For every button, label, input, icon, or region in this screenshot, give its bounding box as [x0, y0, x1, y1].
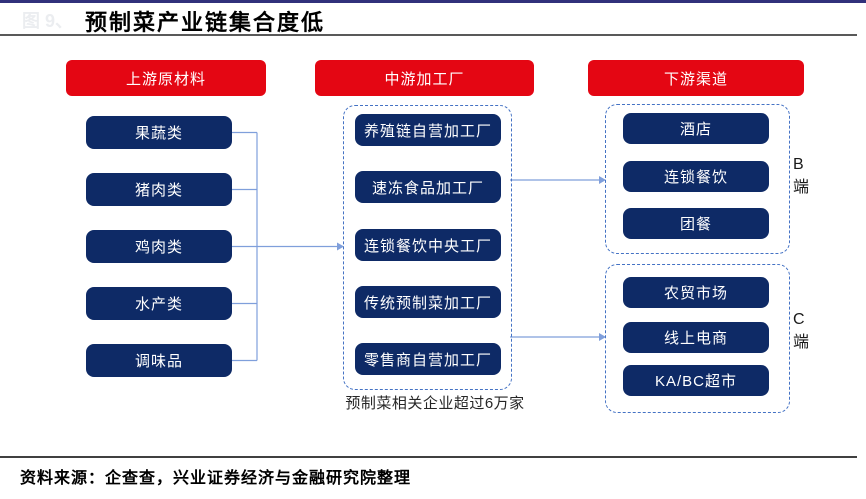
node-traditional-factory: 传统预制菜加工厂: [355, 286, 501, 318]
top-border-bar: [0, 0, 866, 3]
node-fruit-vegetable: 果蔬类: [86, 116, 232, 149]
c-side-label-line2: 端: [793, 334, 810, 351]
c-side-label-line1: C: [793, 311, 805, 328]
b-side-group-box: [605, 104, 790, 254]
node-farmers-market: 农贸市场: [623, 277, 769, 308]
b-side-label-line2: 端: [793, 179, 810, 196]
midstream-to-downstream-connectors: [510, 176, 606, 341]
midstream-caption: 预制菜相关企业超过6万家: [345, 395, 525, 412]
header-midstream: 中游加工厂: [315, 60, 534, 96]
figure-number-label: 图 9、: [22, 11, 74, 31]
header-downstream: 下游渠道: [588, 60, 804, 96]
c-side-group-box: [605, 264, 790, 413]
upstream-connectors: [232, 131, 344, 362]
title-underline: [0, 34, 857, 36]
c-side-label: C 端: [793, 308, 809, 354]
node-online-ecommerce: 线上电商: [623, 322, 769, 353]
page-title: 预制菜产业链集合度低: [85, 10, 326, 35]
node-chain-central-factory: 连锁餐饮中央工厂: [355, 229, 501, 261]
node-group-meal: 团餐: [623, 208, 769, 239]
footer-divider: [0, 456, 857, 458]
midstream-group-box: [343, 105, 512, 390]
node-ka-bc-supermarket: KA/BC超市: [623, 365, 769, 396]
b-side-label: B 端: [793, 153, 809, 199]
node-chain-restaurant: 连锁餐饮: [623, 161, 769, 192]
header-upstream: 上游原材料: [66, 60, 266, 96]
b-side-label-line1: B: [793, 156, 804, 173]
node-chicken: 鸡肉类: [86, 230, 232, 263]
node-pork: 猪肉类: [86, 173, 232, 206]
source-note: 资料来源：企查查，兴业证券经济与金融研究院整理: [20, 470, 412, 487]
node-retailer-factory: 零售商自营加工厂: [355, 343, 501, 375]
node-aquatic: 水产类: [86, 287, 232, 320]
node-breeding-chain-factory: 养殖链自营加工厂: [355, 114, 501, 146]
node-condiment: 调味品: [86, 344, 232, 377]
node-hotel: 酒店: [623, 113, 769, 144]
node-frozen-food-factory: 速冻食品加工厂: [355, 171, 501, 203]
